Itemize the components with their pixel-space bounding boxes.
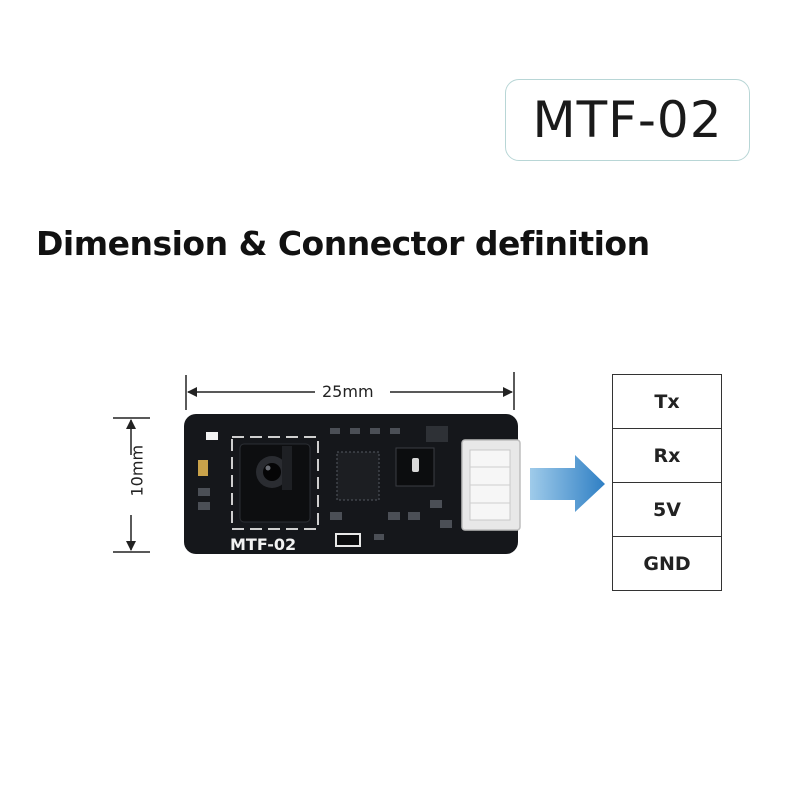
pin-table: Tx Rx 5V GND [612,374,722,591]
width-label: 25mm [322,382,374,401]
width-dimension [185,372,515,410]
arrow-icon [530,455,605,512]
board-label: MTF-02 [230,535,296,554]
pin-tx: Tx [612,374,722,429]
pin-5v: 5V [612,482,722,537]
height-label: 10mm [127,444,147,497]
page-heading: Dimension & Connector definition [36,224,650,263]
pin-gnd: GND [612,536,722,591]
model-name: MTF-02 [532,91,723,149]
pin-rx: Rx [612,428,722,483]
pcb-board: MTF-02 [184,414,521,554]
height-dimension [113,417,150,553]
model-badge: MTF-02 [505,79,750,161]
